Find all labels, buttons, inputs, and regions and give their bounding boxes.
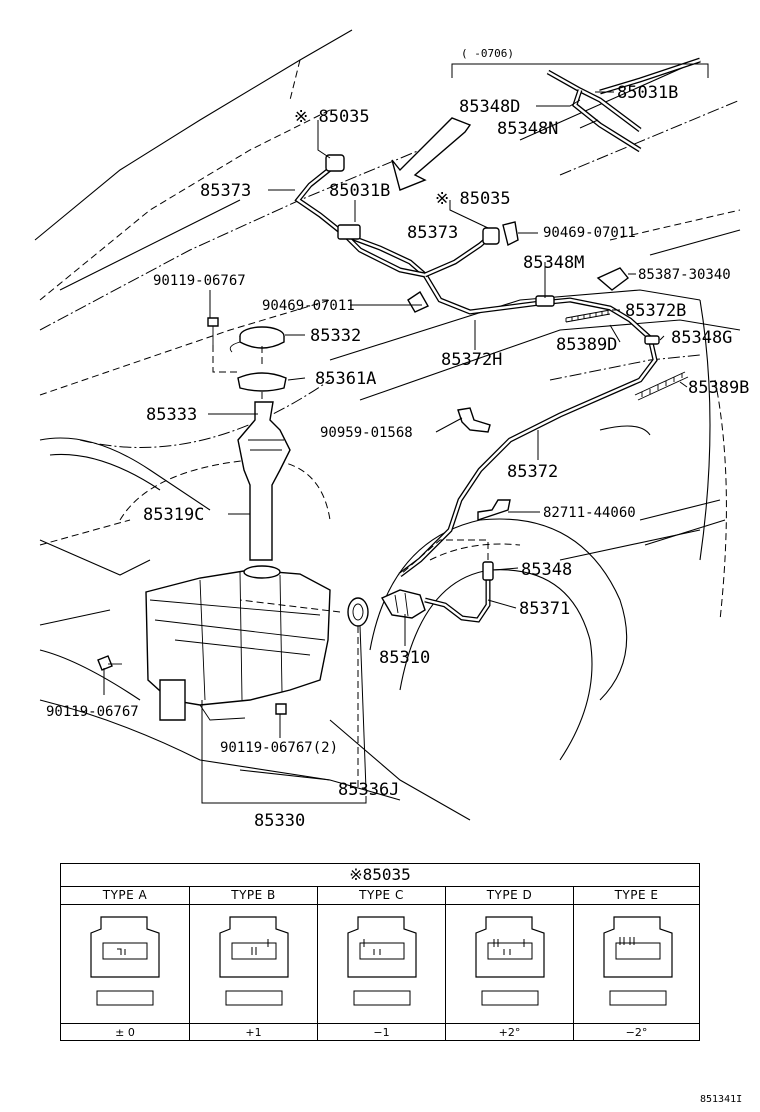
label-90469-a: 90469-07011 — [543, 225, 636, 241]
label-85310: 85310 — [379, 648, 430, 668]
check-valve-85348 — [482, 561, 494, 581]
type-header-b: TYPE B — [190, 887, 317, 905]
label-90119-c: 90119-06767(2) — [220, 740, 338, 756]
type-value-e: −2° — [625, 1026, 648, 1039]
type-value-d: +2° — [498, 1026, 521, 1039]
leader-lines — [103, 63, 709, 804]
label-90959: 90959-01568 — [320, 425, 413, 441]
figure-code: 851341I — [700, 1094, 743, 1105]
fender-outline — [239, 289, 741, 821]
label-85361A: 85361A — [315, 369, 376, 389]
label-85330: 85330 — [254, 811, 305, 831]
inlet-85319C — [237, 401, 291, 561]
type-header-a: TYPE A — [61, 887, 189, 905]
connector-85031B — [337, 224, 361, 240]
bracket-85361A — [237, 372, 287, 392]
label-85348M: 85348M — [523, 253, 584, 273]
cap-85332 — [229, 326, 285, 353]
type-column-a: TYPE A ± 0 — [61, 887, 189, 1041]
nozzle-type-b-image — [190, 905, 317, 1024]
type-header-c: TYPE C — [318, 887, 445, 905]
label-85035-b: ※ 85035 — [435, 189, 511, 209]
label-90469-b: 90469-07011 — [262, 298, 355, 314]
protector-85389D — [565, 309, 611, 323]
joint-90469-upper — [502, 221, 519, 247]
wheel-arch — [369, 518, 628, 761]
direction-arrow — [391, 117, 472, 191]
label-85035-a: ※ 85035 — [294, 107, 370, 127]
label-85319C: 85319C — [143, 505, 204, 525]
label-bracket-note: ( -0706) — [461, 47, 514, 60]
label-85348G: 85348G — [671, 328, 732, 348]
label-85031B: 85031B — [329, 181, 390, 201]
label-90119-b: 90119-06767 — [46, 704, 139, 720]
joint-90469-lower — [407, 291, 429, 313]
hood-outline — [34, 29, 741, 396]
grommet-85336J — [347, 597, 369, 627]
label-90119-a: 90119-06767 — [153, 273, 246, 289]
label-85333: 85333 — [146, 405, 197, 425]
clamp-82711 — [477, 499, 511, 521]
label-85373-b: 85373 — [407, 223, 458, 243]
type-header-e: TYPE E — [574, 887, 699, 905]
clip-90959 — [457, 407, 491, 433]
dashed-assembly-lines — [212, 345, 359, 790]
protector-85389B — [634, 371, 689, 401]
type-value-b: +1 — [245, 1026, 262, 1039]
label-85372: 85372 — [507, 462, 558, 482]
bolt-90119-top — [207, 317, 219, 345]
label-85348: 85348 — [521, 560, 572, 580]
tank-85330 — [145, 565, 331, 721]
label-85373-a: 85373 — [200, 181, 251, 201]
bolt-90119-bottom — [275, 703, 287, 715]
part-labels: ( -0706) 85031B 85348D 85348N ※ 85035 85… — [46, 47, 749, 831]
type-column-e: TYPE E −2° — [573, 887, 699, 1041]
label-85031B-top: 85031B — [617, 83, 678, 103]
label-85387: 85387-30340 — [638, 267, 731, 283]
label-85389B: 85389B — [688, 378, 749, 398]
label-85389D: 85389D — [556, 335, 617, 355]
label-85372H: 85372H — [441, 350, 502, 370]
bolt-90119-left — [97, 655, 122, 671]
connector-85348G — [644, 335, 660, 345]
label-85348D: 85348D — [459, 97, 520, 117]
type-value-a: ± 0 — [115, 1026, 135, 1039]
pump-85310 — [380, 589, 426, 619]
nozzle-type-e-image — [574, 905, 699, 1024]
nozzle-type-a-image — [61, 905, 189, 1024]
nozzle-type-c-image — [318, 905, 445, 1024]
type-table-title: ※85035 — [61, 864, 699, 887]
type-column-b: TYPE B +1 — [189, 887, 317, 1041]
nozzle-type-d-image — [446, 905, 573, 1024]
nozzle-85035-left — [325, 154, 345, 172]
nozzle-type-table: ※85035 TYPE A ± 0 TYPE B +1 TYPE C — [60, 863, 700, 1041]
type-column-c: TYPE C −1 — [317, 887, 445, 1041]
label-85372B: 85372B — [625, 301, 686, 321]
label-85348N: 85348N — [497, 119, 558, 139]
type-value-c: −1 — [373, 1026, 390, 1039]
type-header-d: TYPE D — [446, 887, 573, 905]
label-85371: 85371 — [519, 599, 570, 619]
clamp-85387 — [596, 267, 629, 291]
nozzle-85035-right — [482, 227, 500, 245]
label-85336J: 85336J — [338, 780, 399, 800]
label-82711: 82711-44060 — [543, 505, 636, 521]
type-column-d: TYPE D +2° — [445, 887, 573, 1041]
label-85332: 85332 — [310, 326, 361, 346]
